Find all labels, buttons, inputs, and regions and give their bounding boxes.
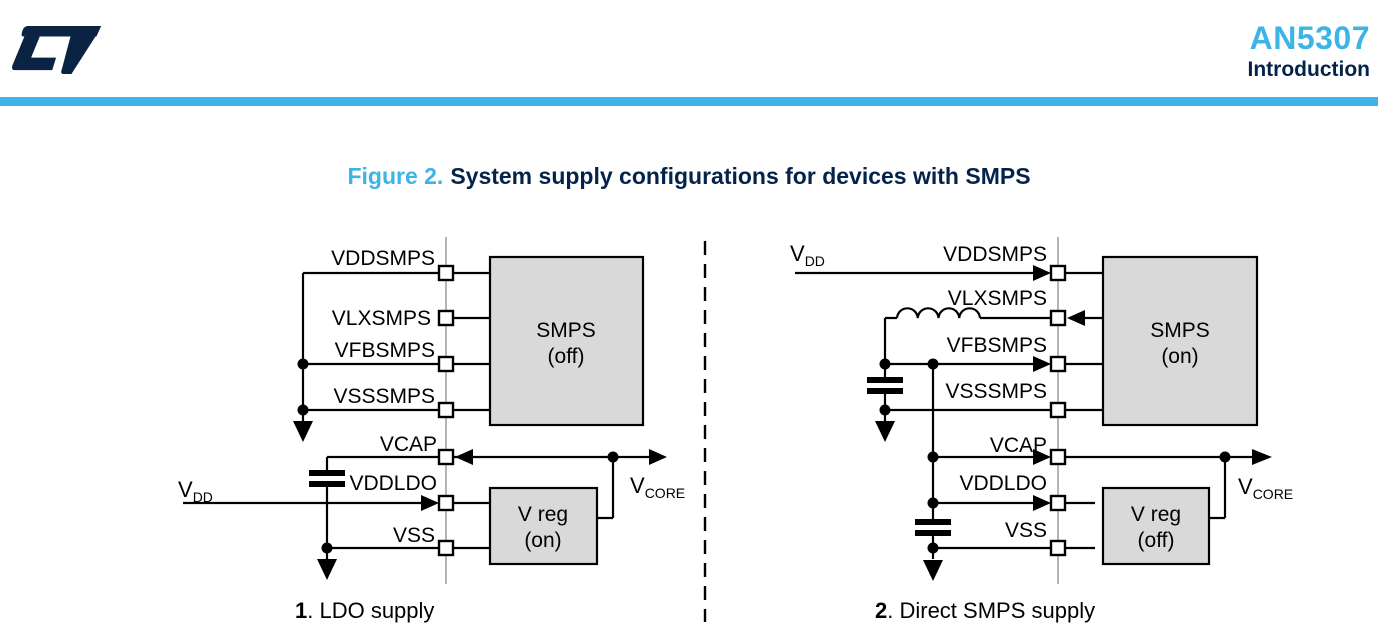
junction-dots <box>879 358 1231 554</box>
pin-label-vddsmps: VDDSMPS <box>331 247 435 270</box>
vreg-block-state: (on) <box>524 529 561 552</box>
ground-arrow <box>923 560 943 581</box>
pin-vss <box>437 539 455 557</box>
figure-caption: Figure 2.System supply configurations fo… <box>0 163 1378 190</box>
smps-block-state: (on) <box>1161 345 1198 368</box>
vdd-label: VDD <box>178 477 213 505</box>
pin-labels: VDDSMPS VLXSMPS VFBSMPS VSSSMPS VCAP VDD… <box>331 247 437 547</box>
smps-block-state: (off) <box>548 345 585 368</box>
pin-label-vlxsmps: VLXSMPS <box>332 307 431 330</box>
pin-vddldo <box>1049 494 1067 512</box>
junction-dots <box>297 358 619 554</box>
diagram-caption: 2. Direct SMPS supply <box>875 598 1095 623</box>
vreg-block-label: V reg <box>518 503 568 526</box>
pin-label-vss: VSS <box>393 524 435 547</box>
vcore-arrowhead <box>1252 449 1272 465</box>
diagram-ldo-supply: SMPS (off) V reg (on) VDDSMPS VLXSMPS VF… <box>178 237 685 623</box>
arrows <box>875 265 1272 581</box>
pin-label-vcap: VCAP <box>990 434 1047 457</box>
vcap-arrowhead <box>1033 449 1051 465</box>
pin-label-vsssmps: VSSSMPS <box>945 380 1047 403</box>
vlx-arrowhead <box>1067 310 1085 326</box>
pin-label-vddsmps: VDDSMPS <box>943 243 1047 266</box>
st-logo <box>10 23 106 77</box>
figure-label: Figure 2. <box>347 163 444 189</box>
pin-vcap <box>1049 448 1067 466</box>
header-right: AN5307 Introduction <box>1248 20 1370 83</box>
vdd-arrowhead <box>1033 265 1051 281</box>
pin-label-vsssmps: VSSSMPS <box>333 385 435 408</box>
smps-block-label: SMPS <box>536 319 596 342</box>
pin-label-vddldo: VDDLDO <box>349 472 437 495</box>
doc-id: AN5307 <box>1249 20 1370 56</box>
pin-vfbsmps <box>1049 355 1067 373</box>
pin-vddldo <box>437 494 455 512</box>
vddldo-arrowhead <box>1033 495 1051 511</box>
ground-arrow <box>293 421 313 442</box>
pin-vsssmps <box>1049 401 1067 419</box>
pin-vlxsmps <box>437 309 455 327</box>
pin-label-vss: VSS <box>1005 519 1047 542</box>
st-logo-icon <box>12 26 102 74</box>
vreg-block <box>488 486 599 566</box>
vcore-label: VCORE <box>630 473 685 501</box>
pin-squares <box>437 264 455 557</box>
ground-arrow <box>317 559 337 580</box>
pin-vss <box>1049 539 1067 557</box>
vfb-arrowhead <box>1033 356 1051 372</box>
pin-vddsmps <box>437 264 455 282</box>
capacitor <box>867 377 903 394</box>
pin-label-vfbsmps: VFBSMPS <box>335 339 435 362</box>
vcap-arrowhead <box>455 449 473 465</box>
inductor <box>895 307 982 319</box>
ground-arrow <box>875 421 895 442</box>
pin-vcap <box>437 448 455 466</box>
vreg-block-state: (off) <box>1138 529 1175 552</box>
pin-vddsmps <box>1049 264 1067 282</box>
pin-label-vlxsmps: VLXSMPS <box>948 287 1047 310</box>
diagram-caption: 1. LDO supply <box>295 598 434 623</box>
smps-block-label: SMPS <box>1150 319 1210 342</box>
pin-label-vddldo: VDDLDO <box>959 472 1047 495</box>
pin-vlxsmps <box>1049 309 1067 327</box>
pin-squares <box>1049 264 1067 557</box>
figure-title: System supply configurations for devices… <box>450 163 1031 189</box>
vreg-block <box>1101 486 1211 566</box>
pin-label-vcap: VCAP <box>380 433 437 456</box>
pin-vsssmps <box>437 401 455 419</box>
vcore-arrowhead <box>649 449 667 465</box>
smps-block <box>488 255 645 427</box>
vdd-arrowhead <box>421 495 439 511</box>
pin-labels: VDDSMPS VLXSMPS VFBSMPS VSSSMPS VCAP VDD… <box>943 243 1047 542</box>
header-rule <box>0 97 1378 106</box>
arrows <box>293 421 667 580</box>
vcore-label: VCORE <box>1238 474 1293 502</box>
diagram-direct-smps-supply: SMPS (on) V reg (off) VDDSMPS VLXSMPS VF… <box>790 237 1293 623</box>
pin-label-vfbsmps: VFBSMPS <box>947 334 1047 357</box>
vreg-block-label: V reg <box>1131 503 1181 526</box>
section-title: Introduction <box>1247 58 1370 81</box>
smps-block <box>1101 255 1259 427</box>
capacitor <box>915 519 951 536</box>
vdd-label: VDD <box>790 241 825 269</box>
pin-vfbsmps <box>437 355 455 373</box>
capacitor <box>309 470 345 487</box>
